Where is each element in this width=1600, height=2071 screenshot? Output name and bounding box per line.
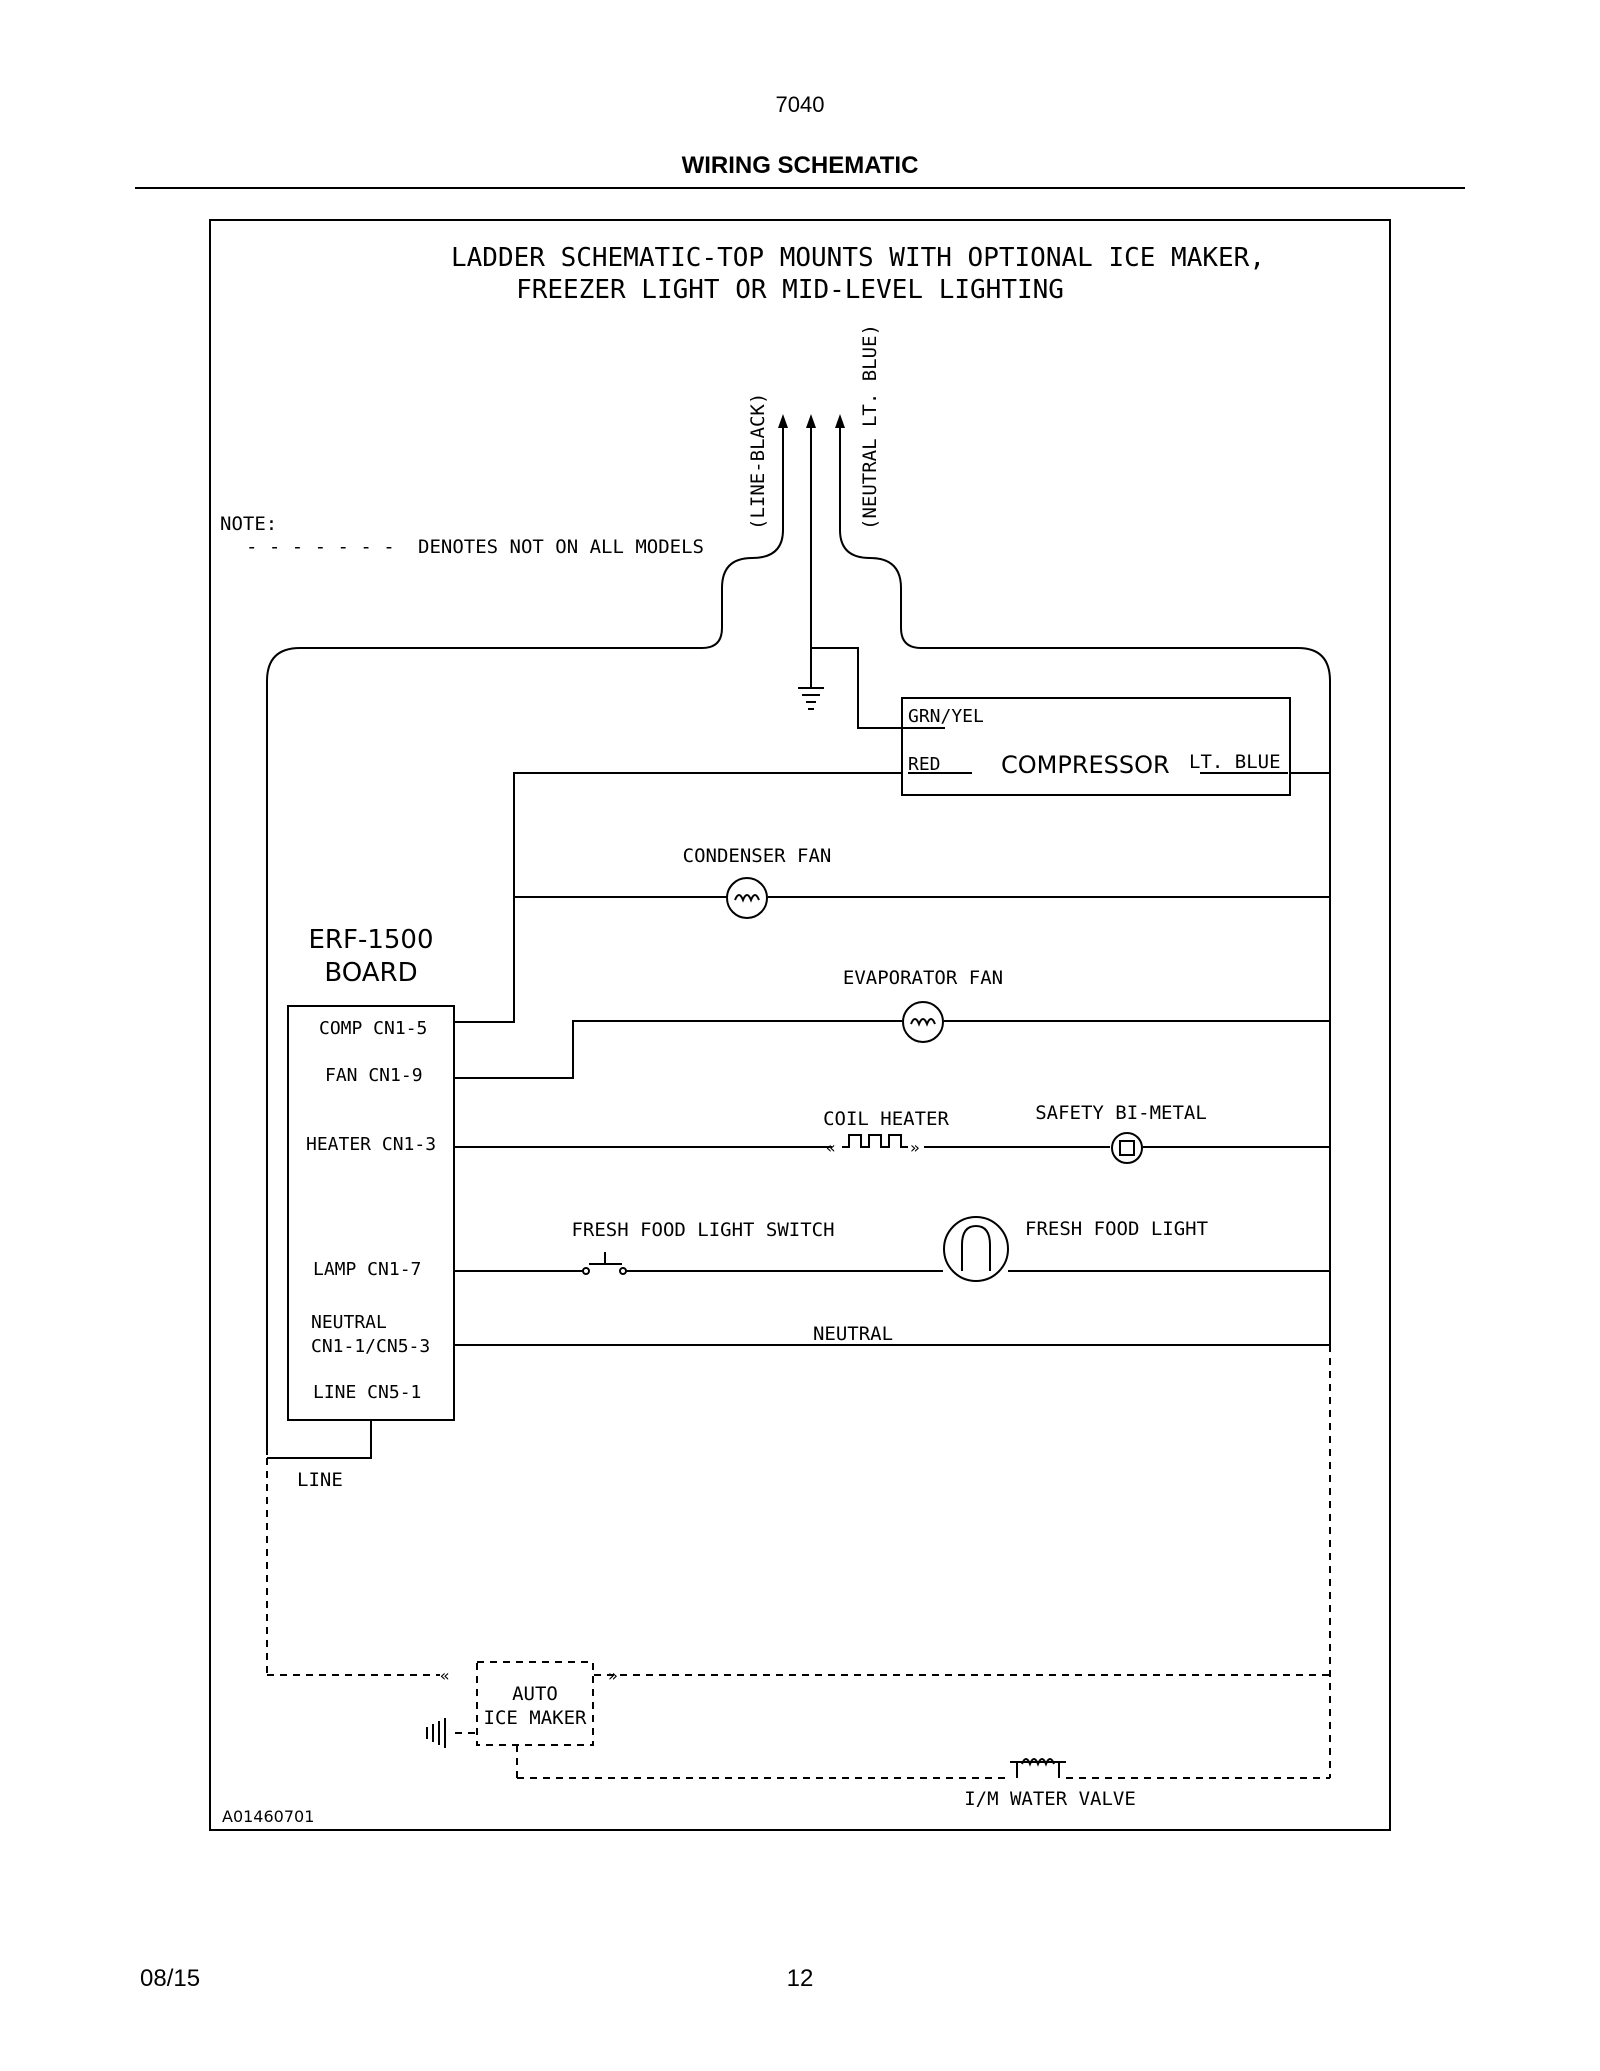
ice-maker-ground-icon [426, 1718, 446, 1748]
grn-yel-label: GRN/YEL [908, 706, 984, 727]
neutral-pin-label-line1: NEUTRAL [311, 1312, 387, 1333]
footer-date: 08/15 [140, 1965, 201, 1992]
compressor-label: COMPRESSOR [1001, 751, 1170, 779]
fan-wire [453, 1020, 902, 1079]
compressor-box [901, 697, 1291, 796]
svg-text:»: » [910, 1138, 920, 1157]
ff-light-bulb-icon [943, 1216, 1009, 1282]
coil-heater-icon: « » [826, 1134, 920, 1157]
optional-ice-maker-circuit: « » [266, 1345, 1331, 1779]
part-number: A01460701 [222, 1807, 314, 1826]
schematic-title-line2: FREEZER LIGHT OR MID-LEVEL LIGHTING [516, 275, 1064, 305]
coil-heater-label: COIL HEATER [823, 1108, 949, 1130]
safety-bimetal-label: SAFETY BI-METAL [1035, 1102, 1207, 1124]
note-dashes: - - - - - - - [246, 536, 395, 558]
condenser-fan-motor-icon [726, 877, 768, 919]
neutral-rail [839, 529, 1331, 1345]
fan-pin-label: FAN CN1-9 [325, 1065, 423, 1086]
svg-text:«: « [826, 1138, 836, 1157]
svg-text:«: « [440, 1666, 450, 1685]
safety-bimetal-icon [1111, 1132, 1143, 1164]
heater-pin-label: HEATER CN1-3 [306, 1134, 436, 1155]
condenser-fan-label: CONDENSER FAN [683, 845, 832, 867]
comp-pin-label: COMP CN1-5 [319, 1018, 427, 1039]
note-label: NOTE: [220, 513, 277, 535]
lt-blue-label: LT. BLUE [1189, 751, 1281, 773]
evaporator-fan-label: EVAPORATOR FAN [843, 967, 1003, 989]
board-label-line1: ERF-1500 [309, 925, 434, 955]
water-valve-label: I/M WATER VALVE [964, 1788, 1136, 1810]
neutral-wire-label: NEUTRAL [813, 1323, 893, 1345]
ff-light-switch-label: FRESH FOOD LIGHT SWITCH [571, 1219, 834, 1241]
note-text: DENOTES NOT ON ALL MODELS [418, 536, 704, 558]
line-black-label: (LINE-BLACK) [747, 393, 769, 530]
auto-ice-maker-box [476, 1661, 594, 1746]
board-label-line2: BOARD [324, 958, 417, 988]
supply-arrows [778, 414, 845, 648]
svg-text:»: » [608, 1666, 618, 1685]
ice-maker-label: ICE MAKER [484, 1707, 588, 1729]
line-pin-label: LINE CN5-1 [313, 1382, 421, 1403]
heading-rule [135, 187, 1465, 189]
schematic-title-line1: LADDER SCHEMATIC-TOP MOUNTS WITH OPTIONA… [451, 243, 1265, 273]
auto-label: AUTO [512, 1683, 558, 1705]
evaporator-fan-motor-icon [902, 1001, 944, 1043]
ground-icon [798, 648, 824, 710]
lamp-pin-label: LAMP CN1-7 [313, 1259, 421, 1280]
schematic-frame [209, 219, 1391, 1831]
neutral-lt-blue-label: (NEUTRAL LT. BLUE) [859, 324, 881, 530]
line-return-wire [267, 1420, 372, 1459]
page-heading: WIRING SCHEMATIC [681, 152, 919, 179]
line-label: LINE [297, 1469, 343, 1491]
ff-light-label: FRESH FOOD LIGHT [1025, 1218, 1208, 1240]
ff-light-switch-icon [582, 1252, 627, 1275]
neutral-pin-label-line2: CN1-1/CN5-3 [311, 1336, 430, 1357]
line-wire [266, 529, 784, 1455]
footer-page-number: 12 [786, 1965, 814, 1992]
water-valve-solenoid-icon [1010, 1758, 1066, 1778]
red-label: RED [908, 754, 941, 775]
page-number-label: 7040 [775, 92, 825, 117]
